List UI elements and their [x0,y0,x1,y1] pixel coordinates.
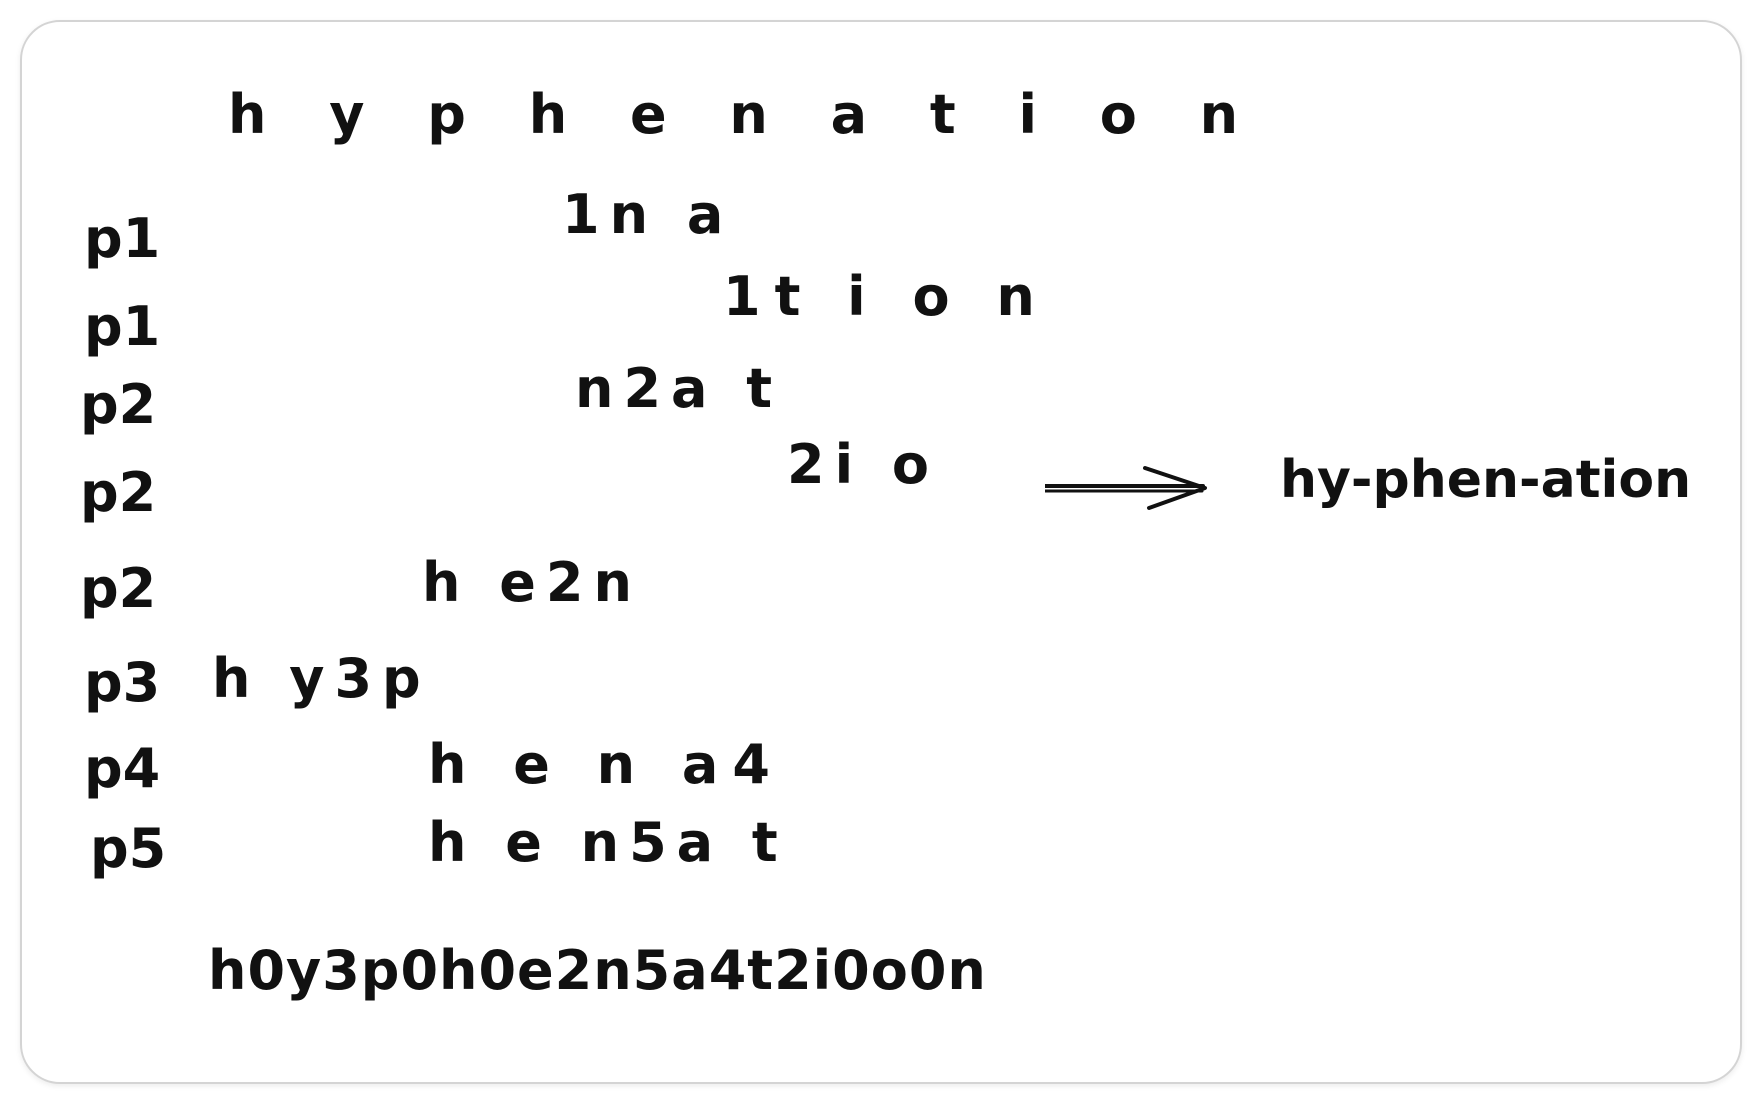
row-pattern-6: h y3p [212,647,431,710]
diagram-card [20,20,1742,1084]
row-label-8: p5 [90,817,167,880]
row-pattern-3: n2a t [575,357,783,420]
row-pattern-4: 2i o [787,433,939,496]
source-word: h y p h e n a t i o n [228,83,1261,146]
row-label-4: p2 [80,461,157,524]
row-label-7: p4 [84,737,161,800]
row-pattern-2: 1t i o n [723,265,1049,328]
row-label-1: p1 [84,207,161,270]
hyphenated-result: hy-phen-ation [1280,450,1692,510]
combined-pattern: h0y3p0h0e2n5a4t2i0o0n [208,939,987,1002]
row-pattern-1: 1n a [562,183,734,246]
row-pattern-7: h e n a4 [428,733,784,796]
row-label-3: p2 [80,373,157,436]
arrow-right-icon [1045,466,1207,510]
row-pattern-5: h e2n [422,551,642,614]
row-label-6: p3 [84,651,161,714]
row-label-5: p2 [80,557,157,620]
row-label-2: p1 [84,295,161,358]
row-pattern-8: h e n5a t [428,811,788,874]
